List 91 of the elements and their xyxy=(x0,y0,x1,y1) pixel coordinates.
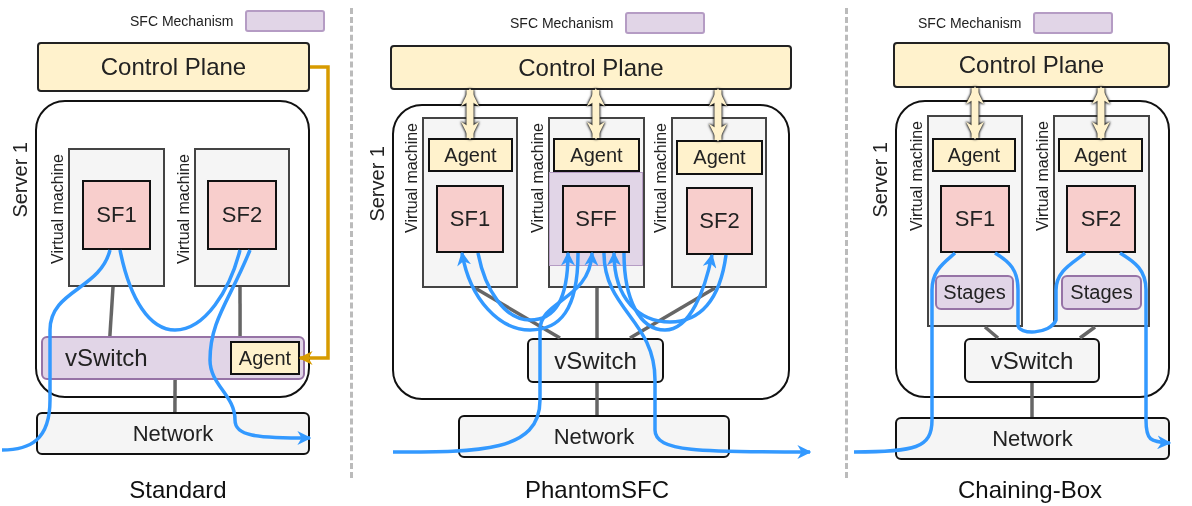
connector-line xyxy=(1078,325,1097,340)
panel-caption: Standard xyxy=(129,476,227,504)
arrow xyxy=(1092,86,1110,140)
control-plane-box xyxy=(390,45,792,90)
box-label: Network xyxy=(992,425,1073,452)
function-box xyxy=(82,180,151,250)
legend-label: SFC Mechanism xyxy=(510,15,614,31)
arrow xyxy=(457,251,580,332)
box-label: Agent xyxy=(693,146,746,169)
connector-line xyxy=(108,286,115,337)
box-label: SF1 xyxy=(449,206,491,232)
legend-label: SFC Mechanism xyxy=(918,15,1022,31)
panel-caption: PhantomSFC xyxy=(524,476,670,504)
box-label: Stages xyxy=(1070,281,1133,304)
arrow xyxy=(602,252,812,459)
arrow xyxy=(622,252,717,332)
stages-box xyxy=(1061,275,1142,310)
connector-line xyxy=(474,286,561,340)
box-label: vSwitch xyxy=(65,344,148,372)
box-label: Agent xyxy=(444,143,497,167)
server-label: Server 1 xyxy=(367,146,387,222)
connector-line xyxy=(983,325,1000,340)
box-label: SF1 xyxy=(954,206,996,232)
box-label: Agent xyxy=(570,143,623,167)
box-label: vSwitch xyxy=(990,346,1074,375)
box-label: Control Plane xyxy=(518,53,664,82)
box-label: Control Plane xyxy=(100,53,247,81)
box-label: vSwitch xyxy=(554,346,637,375)
server-label: Server 1 xyxy=(10,142,30,218)
arrow xyxy=(607,251,728,324)
box-label: SFF xyxy=(575,206,617,232)
box-label: Stages xyxy=(943,281,1006,304)
connector-line xyxy=(1,249,112,452)
box-label: Agent xyxy=(1074,143,1127,167)
network-box xyxy=(36,412,310,455)
connector-line xyxy=(595,383,599,415)
control-plane-box xyxy=(37,42,310,92)
connector-line xyxy=(994,251,1087,334)
box-label: Network xyxy=(553,423,635,450)
box-label: SF1 xyxy=(96,202,137,228)
connector-line xyxy=(629,286,716,340)
vm-label: Virtual machine xyxy=(653,123,669,233)
control-plane-box xyxy=(893,42,1170,88)
arrow xyxy=(208,249,312,445)
stages-box xyxy=(935,275,1014,310)
connector-line xyxy=(1030,383,1034,417)
function-box xyxy=(207,180,277,250)
vm-label: Virtual machine xyxy=(50,154,66,264)
vm-label: Virtual machine xyxy=(176,154,192,264)
legend-label: SFC Mechanism xyxy=(130,13,234,29)
agent-box xyxy=(230,341,300,375)
connector-line xyxy=(595,288,599,338)
network-box xyxy=(458,415,730,458)
arrow xyxy=(966,86,984,140)
agent-box xyxy=(553,138,640,172)
connector-line xyxy=(118,249,242,332)
switch-box xyxy=(41,336,305,380)
arrow xyxy=(586,88,605,140)
box-label: SF2 xyxy=(699,208,740,234)
box-label: Agent xyxy=(238,346,292,370)
agent-box xyxy=(932,138,1016,172)
server-label: Server 1 xyxy=(870,142,890,218)
agent-box xyxy=(676,140,763,175)
connector-line xyxy=(173,380,177,412)
vm-label: Virtual machine xyxy=(1035,121,1051,231)
connector-line xyxy=(854,251,957,454)
arrow xyxy=(393,251,598,454)
vm-label: Virtual machine xyxy=(909,121,925,231)
agent-box xyxy=(1058,138,1143,172)
vm-label: Virtual machine xyxy=(404,123,420,233)
arrow xyxy=(298,65,330,365)
box-label: Control Plane xyxy=(958,51,1105,79)
box-label: SF2 xyxy=(1080,206,1122,232)
arrow xyxy=(709,88,727,142)
function-box xyxy=(436,185,504,253)
panel-caption: Chaining-Box xyxy=(957,476,1103,504)
switch-box xyxy=(527,338,664,383)
arrow xyxy=(476,251,575,322)
network-box xyxy=(895,417,1170,460)
arrow xyxy=(461,88,479,140)
box-label: Network xyxy=(132,420,214,447)
connector-line xyxy=(238,287,242,336)
switch-box xyxy=(964,338,1100,383)
function-box xyxy=(1066,185,1136,253)
function-box xyxy=(686,187,753,255)
box-label: Agent xyxy=(947,143,1001,167)
vm-label: Virtual machine xyxy=(530,123,546,233)
box-label: SF2 xyxy=(221,202,263,228)
arrow xyxy=(1119,251,1172,450)
function-box xyxy=(940,185,1010,253)
agent-box xyxy=(428,138,513,172)
